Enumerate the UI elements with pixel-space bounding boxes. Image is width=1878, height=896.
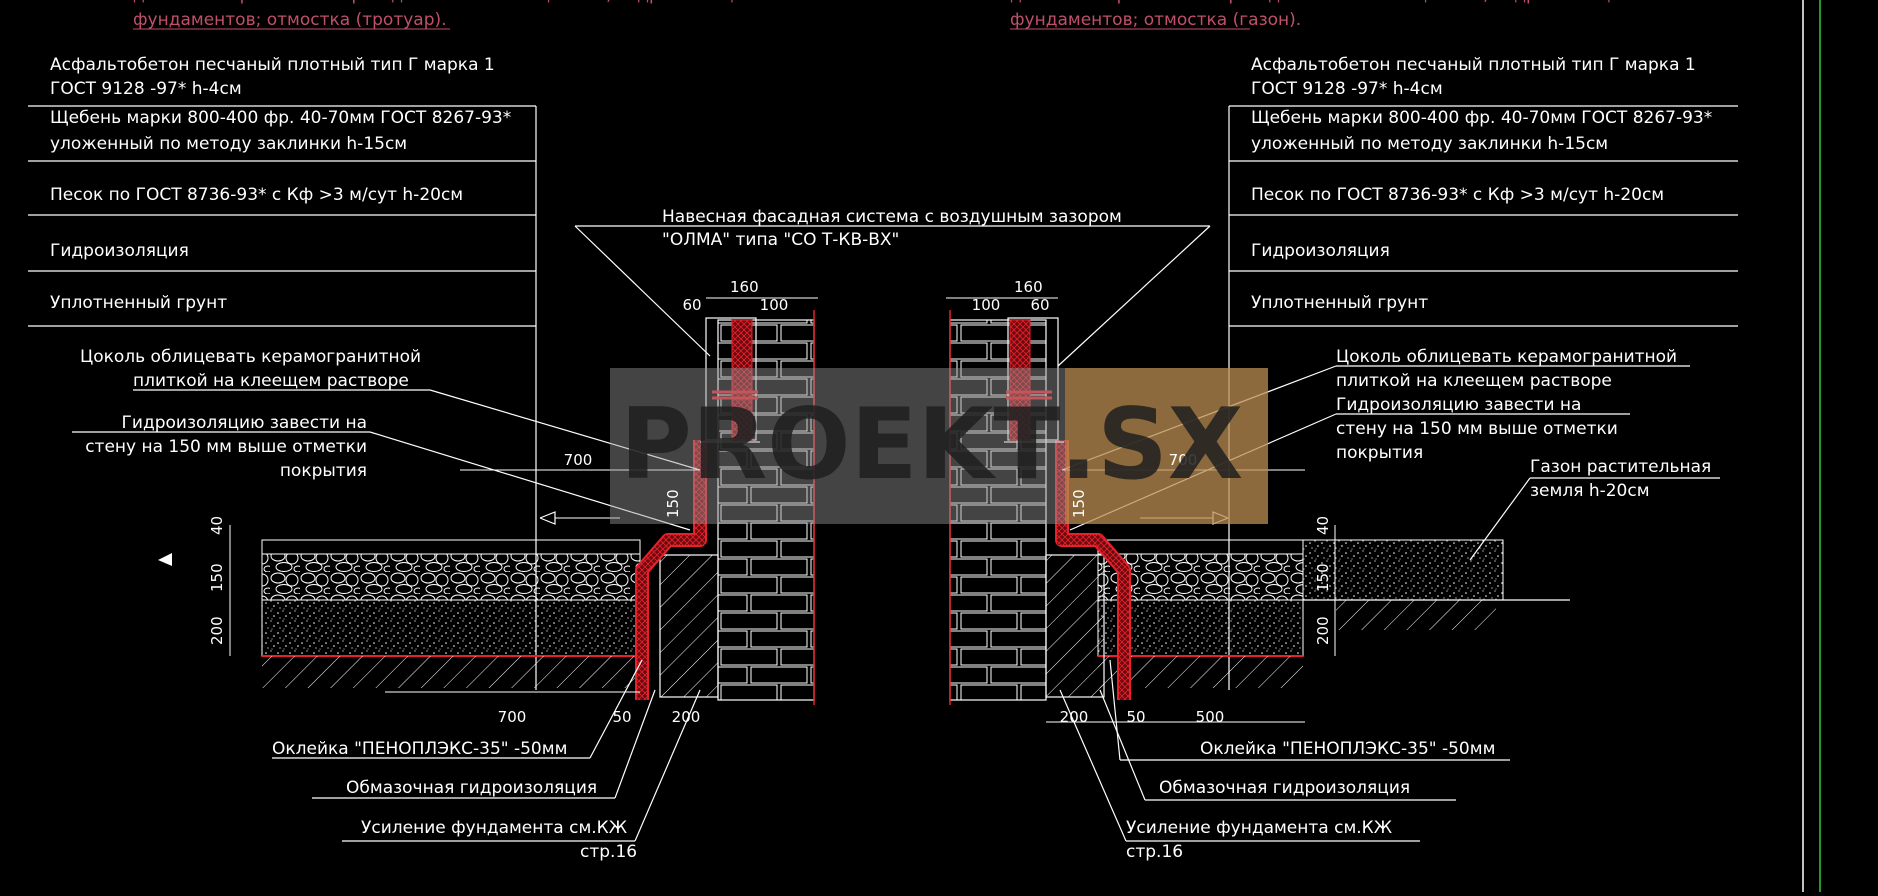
left-level-marker (158, 553, 172, 566)
right-plinth-note-line2: плиткой на клеещем растворе (1336, 371, 1612, 391)
left-plinth-note-line2: плиткой на клеещем растворе (133, 371, 409, 391)
right-layer-1-text: Щебень марки 800-400 фр. 40-70мм ГОСТ 82… (1251, 108, 1712, 128)
left-note1-leader (614, 689, 656, 799)
left-insulation-pattern (637, 440, 705, 700)
left-waterproof-note-line2: стену на 150 мм выше отметки (85, 437, 367, 457)
right-lawn-note-line1: Газон растительная (1530, 457, 1711, 477)
right-lawn-note-line2: земля h-20см (1530, 481, 1650, 501)
watermark-box-orange (1065, 368, 1268, 524)
right-note2-leader (1059, 689, 1127, 842)
right-facade-insul (1009, 319, 1031, 441)
left-dim-40: 40 (208, 516, 226, 535)
right-waterproof-note-line2: стену на 150 мм выше отметки (1336, 419, 1618, 439)
left-dim-60: 60 (682, 296, 701, 314)
left-dim-700-top: 700 (564, 451, 593, 469)
left-dim-50: 50 (612, 708, 631, 726)
right-sand-layer (1097, 599, 1304, 657)
facade-leader-right (1057, 225, 1211, 367)
right-lawn-soil-hatch (1336, 600, 1496, 630)
right-dim-50: 50 (1126, 708, 1145, 726)
left-note2-leader (634, 689, 701, 842)
left-waterproof-note-line3: покрытия (280, 461, 367, 481)
right-dim-200: 200 (1060, 708, 1089, 726)
right-layer-3-text: Гидроизоляция (1251, 241, 1390, 261)
right-bottom-note-3: стр.16 (1126, 842, 1183, 862)
watermark-text-suffix: .SX (1060, 388, 1243, 502)
right-dim-150: 150 (1314, 563, 1332, 592)
right-bottom-note-1: Обмазочная гидроизоляция (1159, 778, 1410, 798)
right-header-line2: фундаментов; отмостка (газон). (1010, 10, 1301, 30)
left-bottom-note-0: Оклейка "ПЕНОПЛЭКС-35" -50мм (272, 739, 567, 759)
left-slope-arrow (539, 511, 556, 525)
left-plinth-leader (429, 389, 701, 471)
left-note0-leader (589, 659, 643, 759)
right-insulation-pattern (1057, 440, 1129, 700)
right-header-line1: детали от примыкание фасадной системы к … (1010, 0, 1695, 5)
watermark-text-main: PROEKT (620, 388, 1060, 502)
left-facade-insul (731, 319, 753, 441)
drawing-annotations: детали от примыкание фасадной системы к … (50, 0, 1712, 862)
left-bottom-note-3: стр.16 (580, 842, 637, 862)
left-layer-1-text2: уложенный по методу заклинки h-15см (50, 134, 407, 154)
left-bottom-note-2: Усиление фундамента см.КЖ (361, 818, 627, 838)
left-bottom-note-1: Обмазочная гидроизоляция (346, 778, 597, 798)
right-soil-hatch (1098, 656, 1303, 688)
left-header-line1: детали от примыкание фасадной системы к … (133, 0, 818, 5)
right-lawn-leader (1469, 477, 1531, 561)
left-layer-1-text: Щебень марки 800-400 фр. 40-70мм ГОСТ 82… (50, 108, 511, 128)
right-note1-leader (1099, 689, 1146, 801)
left-dim-150: 150 (208, 563, 226, 592)
right-dim-700-top: 700 (1169, 451, 1198, 469)
left-layer-0-text: Асфальтобетон песчаный плотный тип Г мар… (50, 55, 495, 75)
right-bottom-note-2: Усиление фундамента см.КЖ (1126, 818, 1392, 838)
left-dim-200: 200 (672, 708, 701, 726)
left-waterproof-note-line1: Гидроизоляцию завести на (122, 413, 367, 433)
left-header-line2: фундаментов; отмостка (тротуар). (133, 10, 447, 30)
left-gravel-layer (261, 553, 641, 601)
left-asphalt-layer (261, 539, 641, 555)
right-layer-1-text2: уложенный по методу заклинки h-15см (1251, 134, 1608, 154)
right-waterproof-note-line3: покрытия (1336, 443, 1423, 463)
left-layer-3-text: Гидроизоляция (50, 241, 189, 261)
left-dim-100: 100 (760, 296, 789, 314)
right-plinth-note-line1: Цоколь облицевать керамогранитной (1336, 347, 1677, 367)
right-layer-0-text: Асфальтобетон песчаный плотный тип Г мар… (1251, 55, 1696, 75)
right-bottom-note-0: Оклейка "ПЕНОПЛЭКС-35" -50мм (1200, 739, 1495, 759)
right-dim-40: 40 (1314, 516, 1332, 535)
right-dim-60: 60 (1030, 296, 1049, 314)
left-plinth-note-line1: Цоколь облицевать керамогранитной (80, 347, 421, 367)
right-waterproof-note-line1: Гидроизоляцию завести на (1336, 395, 1581, 415)
right-dim-500: 500 (1196, 708, 1225, 726)
facade-note-line1: Навесная фасадная система с воздушным за… (662, 207, 1122, 227)
right-asphalt-layer (1097, 539, 1304, 555)
left-sand-layer (261, 599, 641, 657)
left-dim-160: 160 (730, 278, 759, 296)
left-layer-2-text: Песок по ГОСТ 8736-93* с Кф >3 м/сут h-2… (50, 185, 463, 205)
right-layer-0-text2: ГОСТ 9128 -97* h-4см (1251, 79, 1443, 99)
left-layer-0-text2: ГОСТ 9128 -97* h-4см (50, 79, 242, 99)
right-dim-150-vertical: 150 (1070, 489, 1088, 518)
right-foundation (1045, 554, 1105, 698)
facade-note-line2: "ОЛМА" типа "СО Т-КВ-ВХ" (662, 230, 899, 250)
left-soil-hatch (262, 656, 640, 688)
facade-leader-left (574, 225, 711, 357)
drawing-graphics (28, 0, 1821, 892)
right-layer-2-text: Песок по ГОСТ 8736-93* с Кф >3 м/сут h-2… (1251, 185, 1664, 205)
right-note0-leader (1109, 659, 1121, 761)
left-dim-700-bottom: 700 (498, 708, 527, 726)
right-facade-box (1007, 317, 1059, 441)
left-dim-200-vertical: 200 (208, 616, 226, 645)
left-layer-4-text: Уплотненный грунт (50, 293, 227, 313)
left-waterproof-leader (369, 431, 691, 531)
left-facade-box (705, 317, 757, 441)
left-dim-150-vertical: 150 (664, 489, 682, 518)
left-foundation (659, 554, 719, 698)
right-layer-4-text: Уплотненный грунт (1251, 293, 1428, 313)
right-dim-100: 100 (972, 296, 1001, 314)
right-dim-160: 160 (1014, 278, 1043, 296)
right-lawn-layer (1302, 539, 1504, 601)
right-dim-200-vertical: 200 (1314, 616, 1332, 645)
